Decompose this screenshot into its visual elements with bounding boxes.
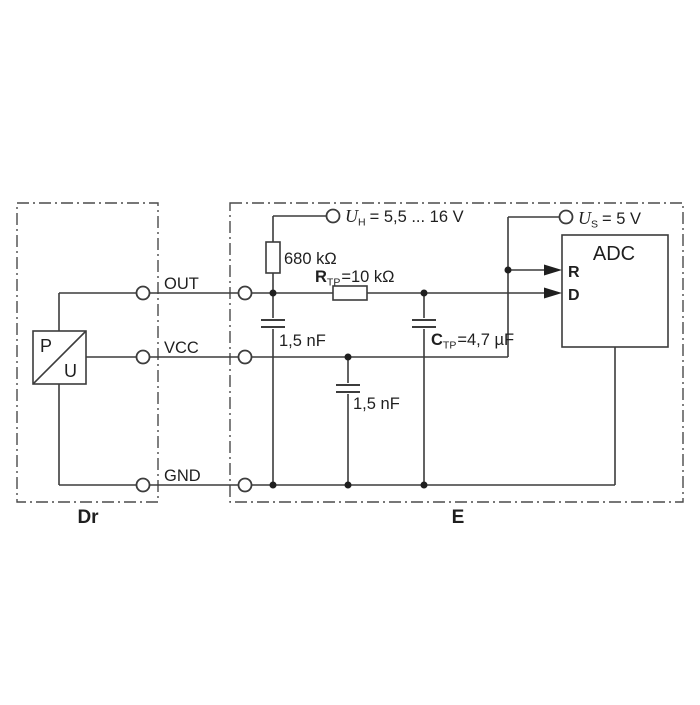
gnd-signal-label: GND — [164, 467, 201, 485]
pullup-resistor-label: 680 kΩ — [284, 250, 337, 268]
sensor-symbol-u-label: U — [64, 361, 77, 381]
ecu-block-label: E — [452, 507, 465, 528]
sensor-block-outline — [16, 202, 159, 503]
rtp-resistor-label: RTP=10 kΩ — [315, 268, 395, 289]
adc-d-input-arrow — [544, 287, 562, 299]
cap-out-1n5: 1,5 nF — [261, 293, 326, 485]
ctp-capacitor-label: CTP=4,7 µF — [431, 331, 514, 352]
terminal-us — [558, 209, 574, 225]
terminal-uh — [325, 208, 341, 224]
cap-out-label: 1,5 nF — [279, 332, 326, 350]
terminal-out-sensor — [135, 285, 151, 301]
ecu-block-outline — [229, 202, 684, 503]
adc-title: ADC — [593, 243, 635, 265]
cap-vcc-1n5: 1,5 nF — [336, 357, 400, 485]
adc-r-input-arrow — [544, 264, 562, 276]
vcc-signal-label: VCC — [164, 339, 199, 357]
uh-supply-label: UH= 5,5 ... 16 V — [345, 206, 464, 229]
out-signal-label: OUT — [164, 275, 199, 293]
wire-gnd-net — [58, 347, 616, 486]
terminal-vcc-sensor — [135, 349, 151, 365]
junction-dots — [269, 266, 512, 489]
sensor-block-label: Dr — [77, 507, 99, 528]
us-supply-label: US= 5 V — [578, 208, 641, 231]
ctp-capacitor: CTP=4,7 µF — [412, 293, 514, 485]
rtp-resistor: RTP=10 kΩ — [315, 268, 395, 301]
adc-pin-d-label: D — [568, 287, 580, 304]
wire-vcc-net — [86, 216, 559, 358]
terminal-vcc-ecu — [237, 349, 253, 365]
terminal-gnd-sensor — [135, 477, 151, 493]
wire-out-net — [58, 292, 546, 331]
cap-vcc-label: 1,5 nF — [353, 395, 400, 413]
terminal-gnd-ecu — [237, 477, 253, 493]
terminal-out-ecu — [237, 285, 253, 301]
terminals — [135, 208, 574, 493]
adc-box — [561, 234, 669, 348]
pressure-sensor-symbol: P U — [32, 330, 87, 385]
sensor-symbol-p-label: P — [40, 336, 52, 356]
sensor-symbol-diagonal — [32, 330, 87, 385]
pullup-resistor-680k: 680 kΩ — [265, 241, 337, 274]
adc-pin-r-label: R — [568, 264, 580, 281]
adc-block: ADC R D — [544, 234, 669, 348]
